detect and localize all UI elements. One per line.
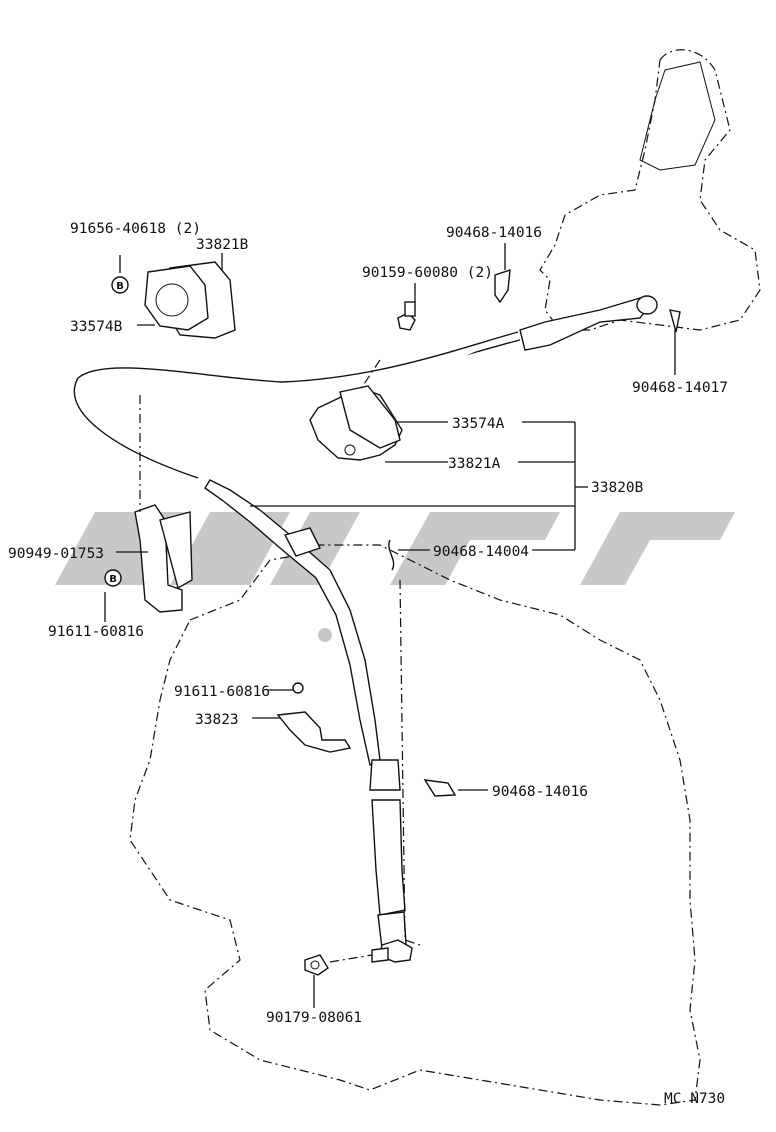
badge-b-left: B bbox=[104, 569, 122, 587]
label-33821a: 33821A bbox=[448, 456, 501, 472]
retainer-plate-b bbox=[144, 261, 236, 339]
label-33821b: 33821B bbox=[196, 237, 249, 253]
badge-b-left-text: B bbox=[109, 574, 117, 585]
badge-b-top-text: B bbox=[116, 281, 124, 292]
label-91611-60816-left: 91611-60816 bbox=[48, 624, 144, 640]
footer-code: MC N730 bbox=[664, 1091, 725, 1107]
label-90468-14017: 90468-14017 bbox=[632, 380, 728, 396]
label-90468-14004: 90468-14004 bbox=[433, 544, 529, 560]
cable-retainer-assembly bbox=[309, 385, 403, 461]
label-33823: 33823 bbox=[195, 712, 239, 728]
leader-lines bbox=[104, 243, 676, 1008]
label-90179-08061: 90179-08061 bbox=[266, 1010, 362, 1026]
label-33574a: 33574A bbox=[452, 416, 505, 432]
small-parts bbox=[292, 268, 681, 976]
label-90468-14016-mid: 90468-14016 bbox=[492, 784, 588, 800]
support-bracket bbox=[276, 711, 352, 753]
label-33820b: 33820B bbox=[591, 480, 644, 496]
cable-bracket bbox=[134, 504, 193, 613]
label-90468-14016-top: 90468-14016 bbox=[446, 225, 542, 241]
shift-cable bbox=[73, 295, 658, 963]
guide-lines bbox=[139, 359, 421, 963]
label-90159-60080: 90159-60080 (2) bbox=[362, 265, 493, 281]
shifter-housing-outline bbox=[539, 49, 761, 331]
label-91656-40618: 91656-40618 (2) bbox=[70, 221, 201, 237]
label-33574b: 33574B bbox=[70, 319, 123, 335]
label-91611-60816-mid: 91611-60816 bbox=[174, 684, 270, 700]
transmission-housing-outline bbox=[129, 544, 701, 1106]
label-90949-01753: 90949-01753 bbox=[8, 546, 104, 562]
badge-b-top: B bbox=[111, 276, 129, 294]
